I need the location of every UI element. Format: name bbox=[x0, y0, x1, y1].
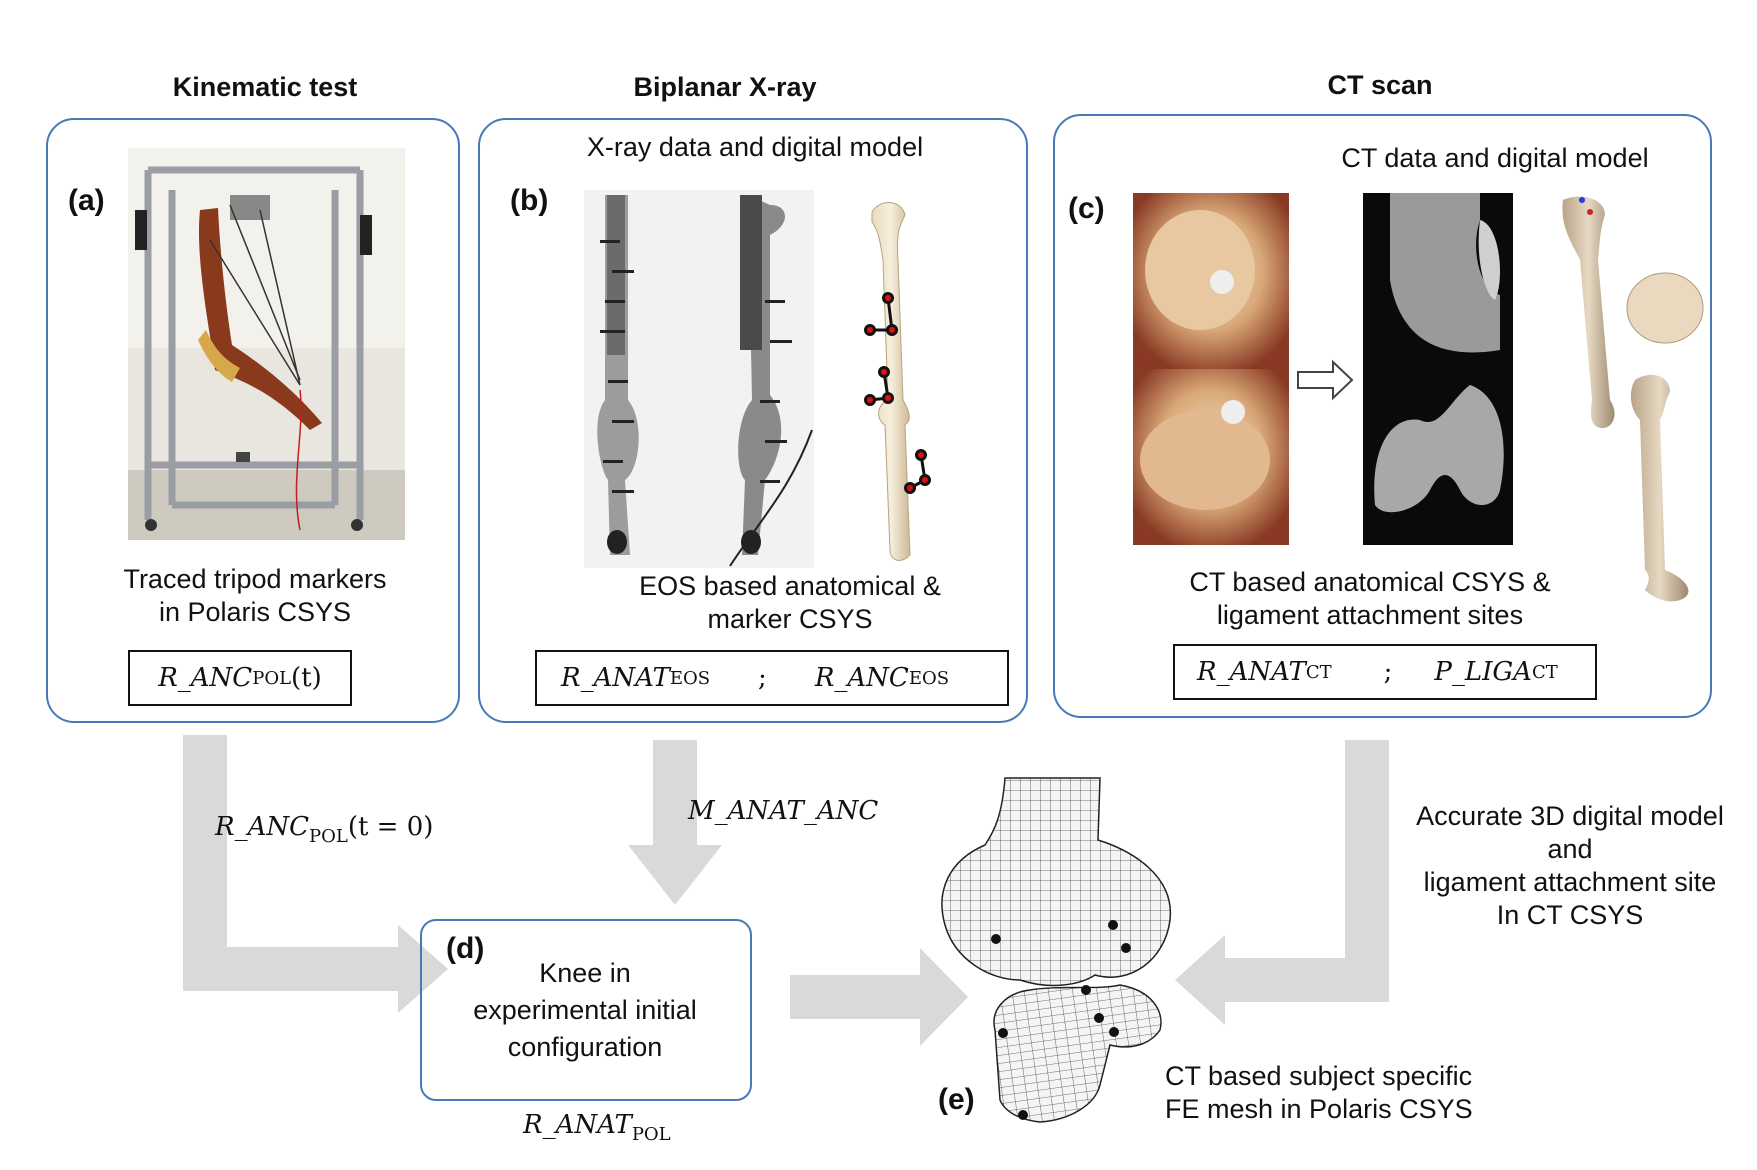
formula-a-main: R_ANC bbox=[158, 663, 253, 693]
panel-c-caption: CT based anatomical CSYS & ligament atta… bbox=[1150, 566, 1590, 632]
panel-a-kinematic-test bbox=[46, 118, 460, 723]
formula-b-separator: ; bbox=[758, 663, 767, 693]
formula-d-main: R_ANAT bbox=[523, 1110, 632, 1140]
panel-c-ct-scan bbox=[1053, 114, 1712, 718]
formula-c-left-main: R_ANAT bbox=[1197, 657, 1306, 687]
kinematic-rig-photo bbox=[128, 148, 405, 540]
panel-a-caption-line1: Traced tripod markers bbox=[123, 564, 387, 594]
ct-specimen-photos bbox=[1133, 193, 1289, 545]
panel-e-caption-line1: CT based subject specific bbox=[1165, 1061, 1473, 1091]
formula-b-left-main: R_ANAT bbox=[561, 663, 670, 693]
panel-e-caption-line2: FE mesh in Polaris CSYS bbox=[1165, 1094, 1473, 1124]
arrow-left-label-main: R_ANC bbox=[215, 812, 309, 842]
formula-c-left-sub: CT bbox=[1305, 661, 1332, 683]
formula-b-right-sub: EOS bbox=[908, 667, 950, 689]
formula-a-sub: POL bbox=[252, 667, 292, 689]
bone-model-eos bbox=[864, 202, 931, 561]
formula-c-right-sub: CT bbox=[1531, 661, 1558, 683]
right-label-line3: ligament attachment site bbox=[1423, 867, 1717, 897]
formula-b-left-sub: EOS bbox=[669, 667, 711, 689]
panel-d-text: Knee in experimental initial configurati… bbox=[440, 955, 730, 1066]
ct-slices bbox=[1363, 193, 1513, 545]
panel-a-caption: Traced tripod markers in Polaris CSYS bbox=[70, 563, 440, 629]
formula-r-anat-pol: R_ANATPOL bbox=[523, 1110, 671, 1145]
panel-c-subtitle: CT data and digital model bbox=[1341, 143, 1649, 173]
panel-e-caption: CT based subject specific FE mesh in Pol… bbox=[1165, 1060, 1473, 1126]
panel-b-caption-line2: marker CSYS bbox=[707, 604, 873, 634]
title-ct-scan: CT scan bbox=[1327, 70, 1433, 100]
right-label-line4: In CT CSYS bbox=[1496, 900, 1644, 930]
hollow-arrow bbox=[1297, 359, 1354, 401]
panel-b-caption: EOS based anatomical & marker CSYS bbox=[580, 570, 1000, 636]
right-label-line1: Accurate 3D digital model bbox=[1416, 801, 1724, 831]
xray-images bbox=[584, 190, 814, 568]
arrow-label-m-anat-anc: M_ANAT_ANC bbox=[688, 796, 879, 826]
ct-bone-models bbox=[1562, 196, 1704, 602]
panel-d-text-line3: configuration bbox=[507, 1032, 663, 1062]
panel-d-text-line2: experimental initial bbox=[473, 995, 697, 1025]
arrow-label-accurate-model: Accurate 3D digital model and ligament a… bbox=[1385, 800, 1755, 932]
panel-a-caption-line2: in Polaris CSYS bbox=[158, 597, 352, 627]
panel-d-tag: (d) bbox=[446, 932, 485, 965]
formula-c-right-main: P_LIGA bbox=[1434, 657, 1532, 687]
panel-c-caption-line2: ligament attachment sites bbox=[1216, 600, 1524, 630]
panel-c-caption-line1: CT based anatomical CSYS & bbox=[1189, 567, 1551, 597]
panel-d-initial-configuration bbox=[420, 919, 752, 1101]
panel-b-subtitle: X-ray data and digital model bbox=[586, 132, 924, 162]
formula-a-rest: (t) bbox=[291, 663, 322, 693]
fe-mesh-knee bbox=[941, 777, 1171, 1123]
arrow-a-to-d bbox=[183, 735, 448, 1013]
formula-d-sub: POL bbox=[631, 1124, 671, 1145]
arrow-b-to-d bbox=[628, 740, 722, 905]
panel-c-tag: (c) bbox=[1068, 192, 1105, 225]
title-kinematic-test: Kinematic test bbox=[172, 72, 358, 102]
panel-b-biplanar-xray bbox=[478, 118, 1028, 723]
panel-b-tag: (b) bbox=[510, 184, 549, 217]
right-label-line2: and bbox=[1547, 834, 1593, 864]
formula-c-separator: ; bbox=[1383, 657, 1393, 687]
panel-e-tag: (e) bbox=[938, 1083, 975, 1116]
arrow-left-label-sub: POL bbox=[309, 826, 348, 847]
title-biplanar-xray: Biplanar X-ray bbox=[633, 72, 817, 102]
arrow-left-label-rest: (t = 0) bbox=[347, 812, 434, 842]
panel-d-text-line1: Knee in bbox=[539, 958, 631, 988]
arrow-c-to-e bbox=[1175, 740, 1389, 1025]
panel-b-caption-line1: EOS based anatomical & bbox=[639, 571, 941, 601]
arrow-d-to-e bbox=[790, 948, 968, 1046]
arrow-label-r-anc-pol-t0: R_ANCPOL(t = 0) bbox=[215, 812, 433, 847]
panel-a-tag: (a) bbox=[68, 184, 105, 217]
formula-b-right-main: R_ANC bbox=[814, 663, 909, 693]
